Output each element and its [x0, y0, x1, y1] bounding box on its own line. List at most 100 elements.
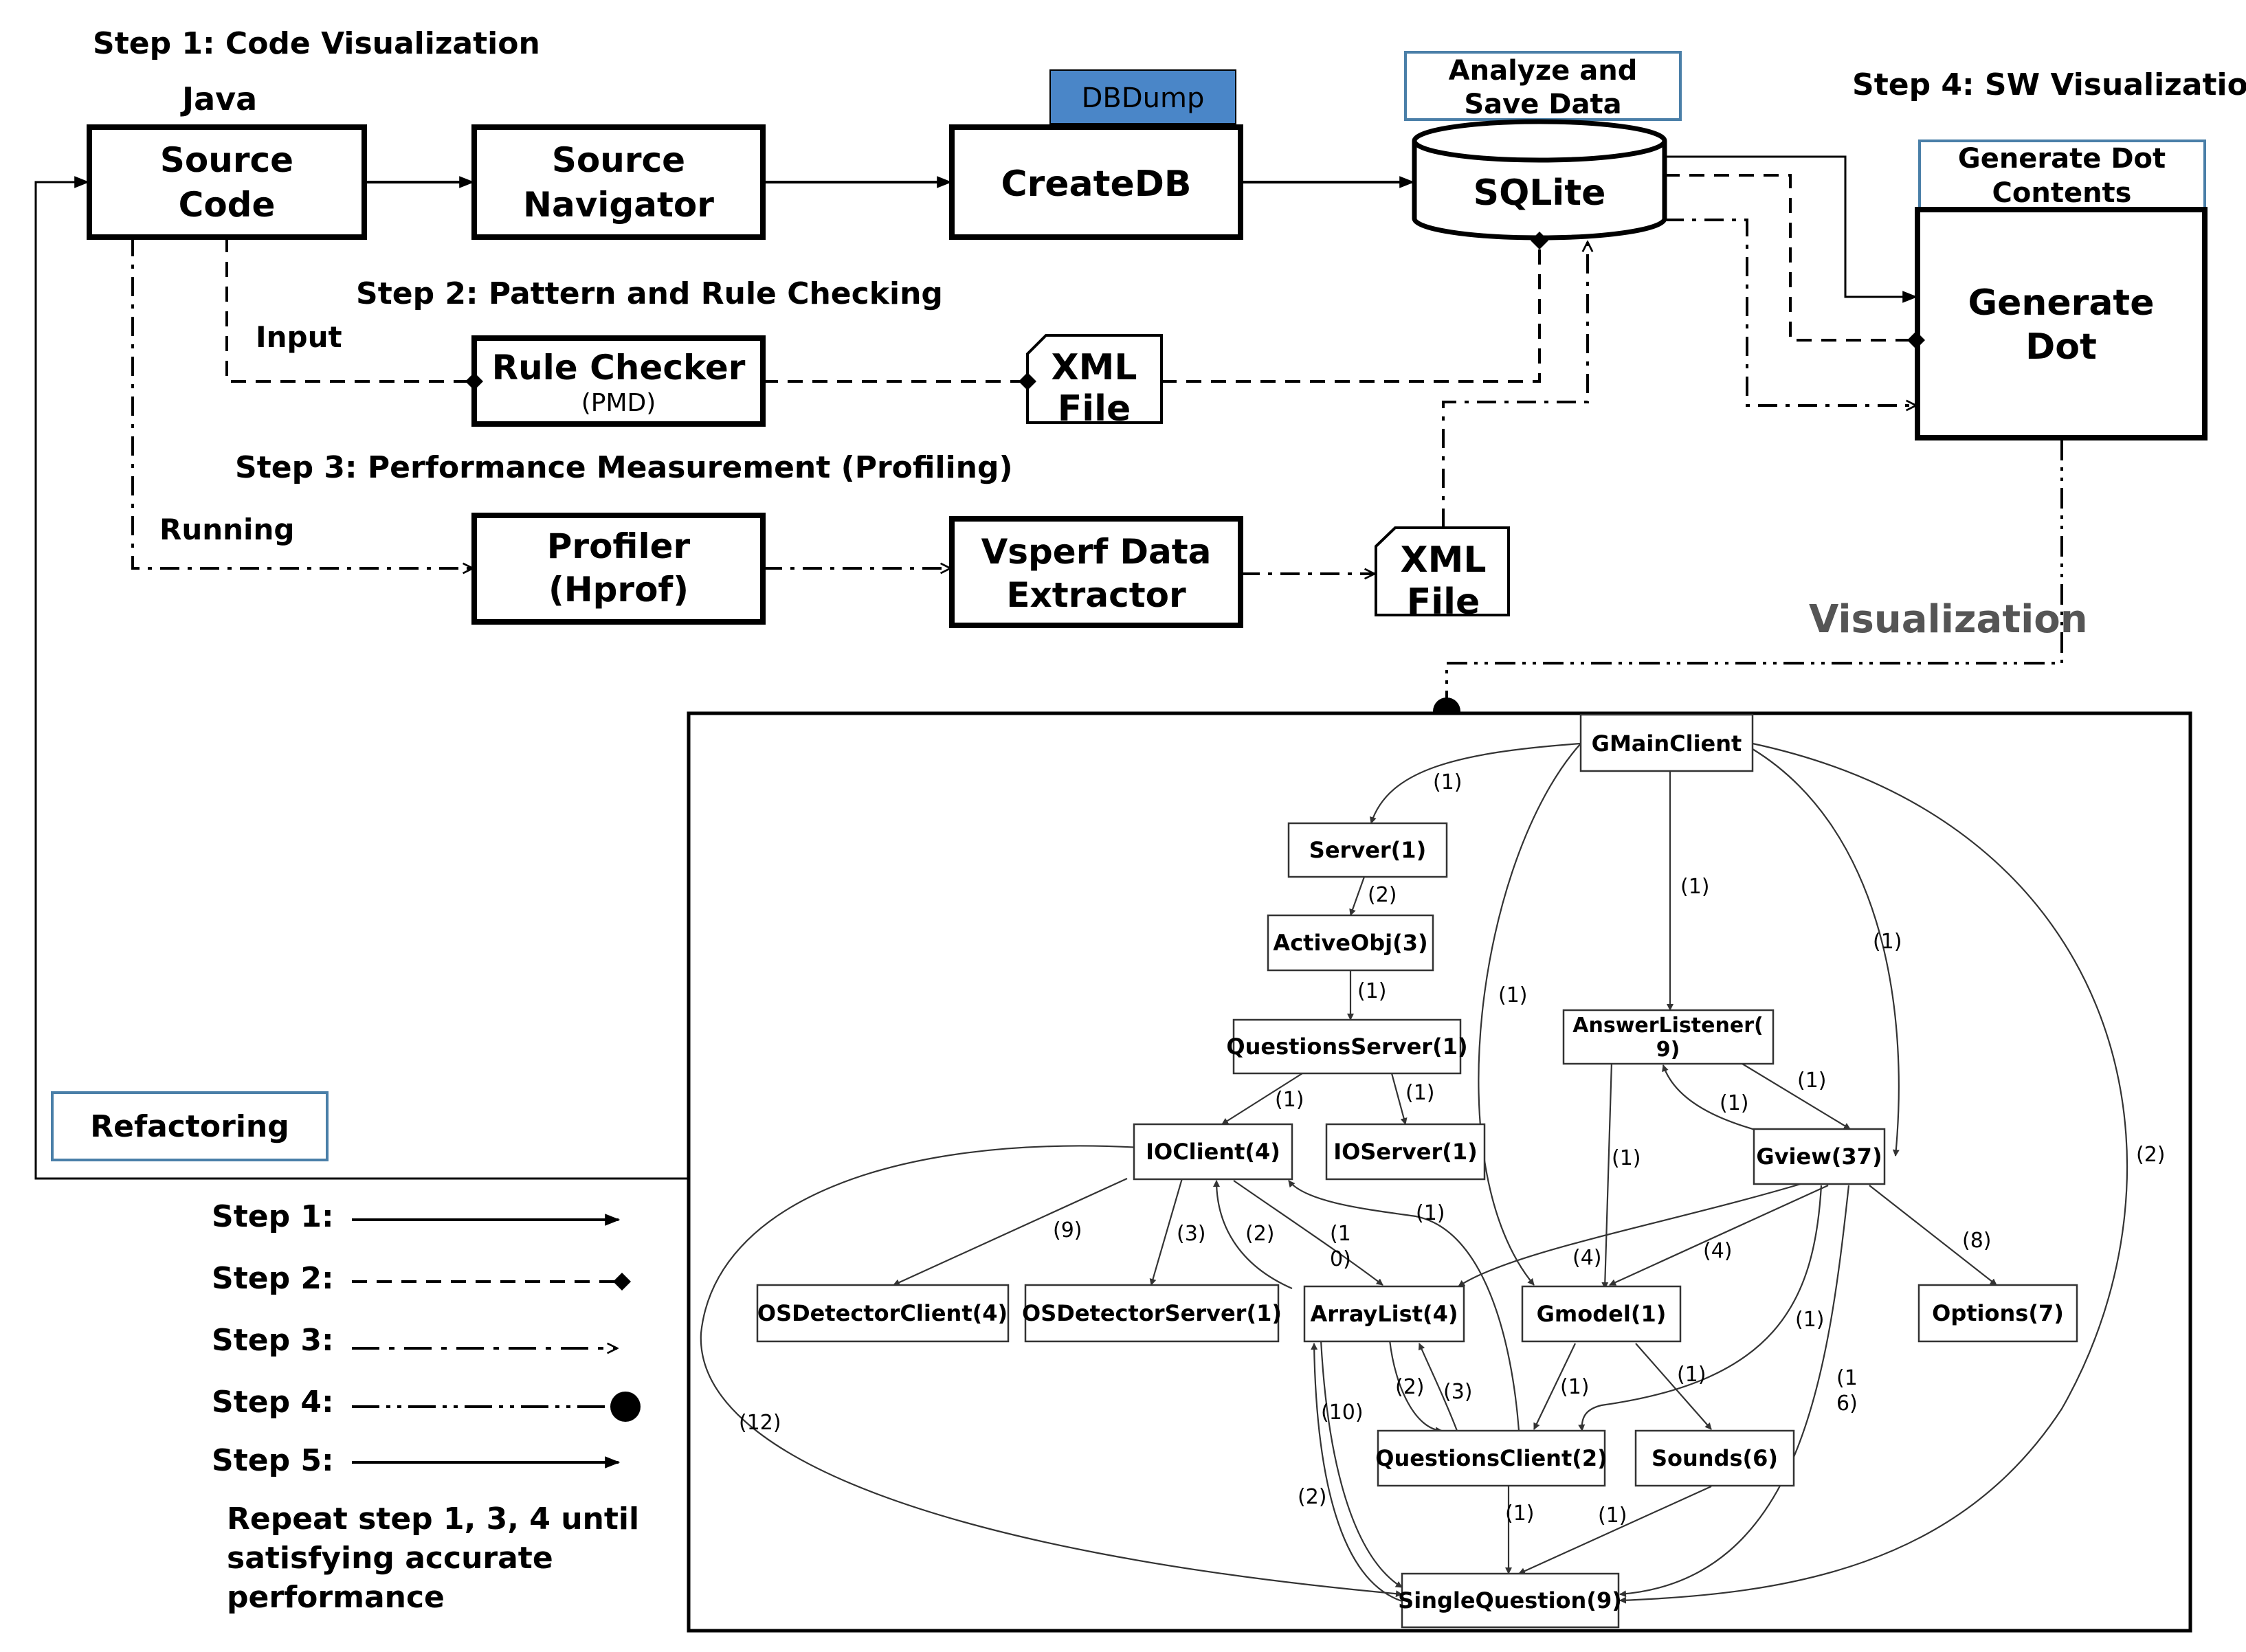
edge-source-to-profiler — [131, 237, 473, 568]
label-arr-ioc: (2) — [1245, 1222, 1275, 1246]
edge-refactoring-loop — [34, 176, 689, 1180]
node-answerlistener-line1: AnswerListener( — [1572, 1014, 1763, 1038]
generate-dot-line1: Generate — [1968, 282, 2154, 324]
node-osdetectorserver: OSDetectorServer(1) — [1022, 1284, 1282, 1343]
node-osdetectorclient-label: OSDetectorClient(4) — [757, 1300, 1008, 1326]
edge-gmodel-qc — [1533, 1343, 1576, 1430]
xml-file-1: XML File — [1026, 334, 1163, 429]
refactoring-box: Refactoring — [51, 1091, 329, 1161]
edge-gview-arr — [1458, 1181, 1808, 1287]
sqlite-label: SQLite — [1474, 172, 1606, 214]
node-sounds: Sounds(6) — [1634, 1429, 1795, 1487]
step4-title: Step 4: SW Visualization — [1852, 67, 2246, 102]
node-singlequestion-label: SingleQuestion(9) — [1398, 1587, 1622, 1614]
node-server: Server(1) — [1287, 822, 1448, 878]
rule-checker-sub: (PMD) — [581, 389, 656, 417]
java-label: Java — [180, 80, 257, 118]
refactoring-label: Refactoring — [90, 1109, 289, 1144]
node-arraylist: ArrayList(4) — [1303, 1285, 1465, 1343]
node-osdetectorclient: OSDetectorClient(4) — [756, 1284, 1010, 1343]
createdb-label: CreateDB — [1001, 164, 1191, 205]
label-arr-sq: (10) — [1321, 1400, 1364, 1425]
legend-step2: Step 2: — [212, 1261, 334, 1296]
node-questionsserver-label: QuestionsServer(1) — [1226, 1034, 1467, 1060]
node-gmodel: Gmodel(1) — [1521, 1285, 1682, 1343]
node-questionsclient: QuestionsClient(2) — [1375, 1429, 1608, 1487]
label-gview-sq-2: 6) — [1836, 1392, 1858, 1416]
edge-ioc-osdc — [893, 1177, 1128, 1286]
label-gmodel-sounds: (1) — [1677, 1363, 1706, 1387]
dbdump-label: DBDump — [1082, 82, 1205, 114]
edge-ioc-osds — [1149, 1178, 1183, 1286]
edge-gm-server — [1369, 742, 1581, 824]
legend-note-line1: Repeat step 1, 3, 4 until — [227, 1502, 639, 1537]
edge-qs-ioc — [1221, 1073, 1303, 1125]
vsperf-box: Vsperf Data Extractor — [949, 516, 1243, 628]
analyze-line1: Analyze and — [1449, 55, 1638, 87]
xml-file-2-line2: File — [1407, 581, 1480, 623]
xml-file-2-line1: XML — [1401, 539, 1487, 581]
step3-title: Step 3: Performance Measurement (Profili… — [235, 450, 1013, 485]
label-qc-ioc: (1) — [1416, 1201, 1445, 1225]
analyze-line2: Save Data — [1464, 89, 1621, 120]
legend-dot-step4 — [610, 1392, 641, 1422]
profiler-box: Profiler (Hprof) — [471, 513, 766, 625]
label-gview-arr: (4) — [1572, 1246, 1602, 1270]
graph-nodes: GMainClient Server(1) ActiveObj(3) Quest… — [756, 713, 2078, 1629]
label-gm-gmodel: (1) — [1498, 983, 1528, 1007]
node-singlequestion: SingleQuestion(9) — [1398, 1572, 1622, 1629]
label-arr-qc: (2) — [1395, 1375, 1425, 1399]
edge-gm-sq — [1619, 742, 2128, 1604]
edge-qs-ios — [1390, 1073, 1408, 1125]
xml-file-1-line2: File — [1058, 388, 1131, 429]
visualization-label: Visualization — [1809, 597, 2088, 642]
legend-step4: Step 4: — [212, 1385, 334, 1420]
label-qs-ios: (1) — [1405, 1081, 1435, 1105]
label-gm-gview: (1) — [1873, 930, 1902, 954]
legend-step3: Step 3: — [212, 1323, 334, 1358]
sqlite-cylinder: SQLite — [1412, 119, 1667, 241]
input-label: Input — [256, 320, 342, 354]
edge-al-gview — [1738, 1061, 1851, 1130]
legend: Step 1: Step 2: Step 3: Step 4: Step 5: … — [212, 1199, 641, 1615]
label-qs-ioc: (1) — [1275, 1088, 1304, 1112]
edge-qc-arr — [1418, 1343, 1458, 1431]
profiler-line2: (Hprof) — [548, 570, 689, 610]
analyze-box: Analyze and Save Data — [1404, 51, 1682, 121]
generate-dot-contents-box: Generate Dot Contents — [1918, 139, 2206, 210]
rule-checker-label: Rule Checker — [492, 348, 746, 388]
edge-sqlite-to-generatedot — [1665, 155, 1918, 303]
node-answerlistener-line2: 9) — [1656, 1038, 1680, 1062]
label-sounds-sq: (1) — [1598, 1504, 1627, 1528]
legend-step5: Step 5: — [212, 1443, 334, 1478]
label-gm-al: (1) — [1680, 875, 1710, 899]
label-gm-server: (1) — [1433, 770, 1463, 794]
edge-gview-options — [1869, 1185, 1997, 1286]
node-activeobj: ActiveObj(3) — [1267, 914, 1434, 972]
generate-dot-box: Generate Dot — [1915, 207, 2208, 440]
label-qc-arr: (3) — [1443, 1380, 1473, 1404]
edge-source-to-rulechecker — [225, 237, 483, 390]
node-gview: Gview(37) — [1753, 1128, 1886, 1185]
edge-gview-qc — [1578, 1185, 1823, 1431]
label-gm-sq: (2) — [2136, 1143, 2166, 1167]
edge-ioc-sq — [700, 1145, 1403, 1598]
node-sounds-label: Sounds(6) — [1652, 1445, 1778, 1471]
node-options-label: Options(7) — [1932, 1300, 2064, 1326]
edge-xml2-to-sqlite — [1442, 242, 1588, 528]
node-gview-label: Gview(37) — [1756, 1143, 1882, 1170]
edge-generatedot-to-visualization — [1445, 440, 2063, 708]
legend-step1: Step 1: — [212, 1199, 334, 1234]
node-options: Options(7) — [1917, 1284, 2078, 1343]
label-ioc-sq: (12) — [739, 1411, 781, 1435]
node-arraylist-label: ArrayList(4) — [1310, 1301, 1458, 1327]
node-ioclient-label: IOClient(4) — [1146, 1139, 1280, 1165]
edge-sqlite-to-generatedot-dashdot — [1665, 219, 1916, 405]
profiler-line1: Profiler — [547, 526, 691, 566]
edge-server-active — [1349, 876, 1366, 916]
label-gview-qc: (1) — [1795, 1308, 1825, 1332]
edge-sounds-sq — [1518, 1485, 1712, 1575]
node-ioclient: IOClient(4) — [1133, 1123, 1293, 1181]
edge-arr-sq — [1320, 1339, 1403, 1588]
